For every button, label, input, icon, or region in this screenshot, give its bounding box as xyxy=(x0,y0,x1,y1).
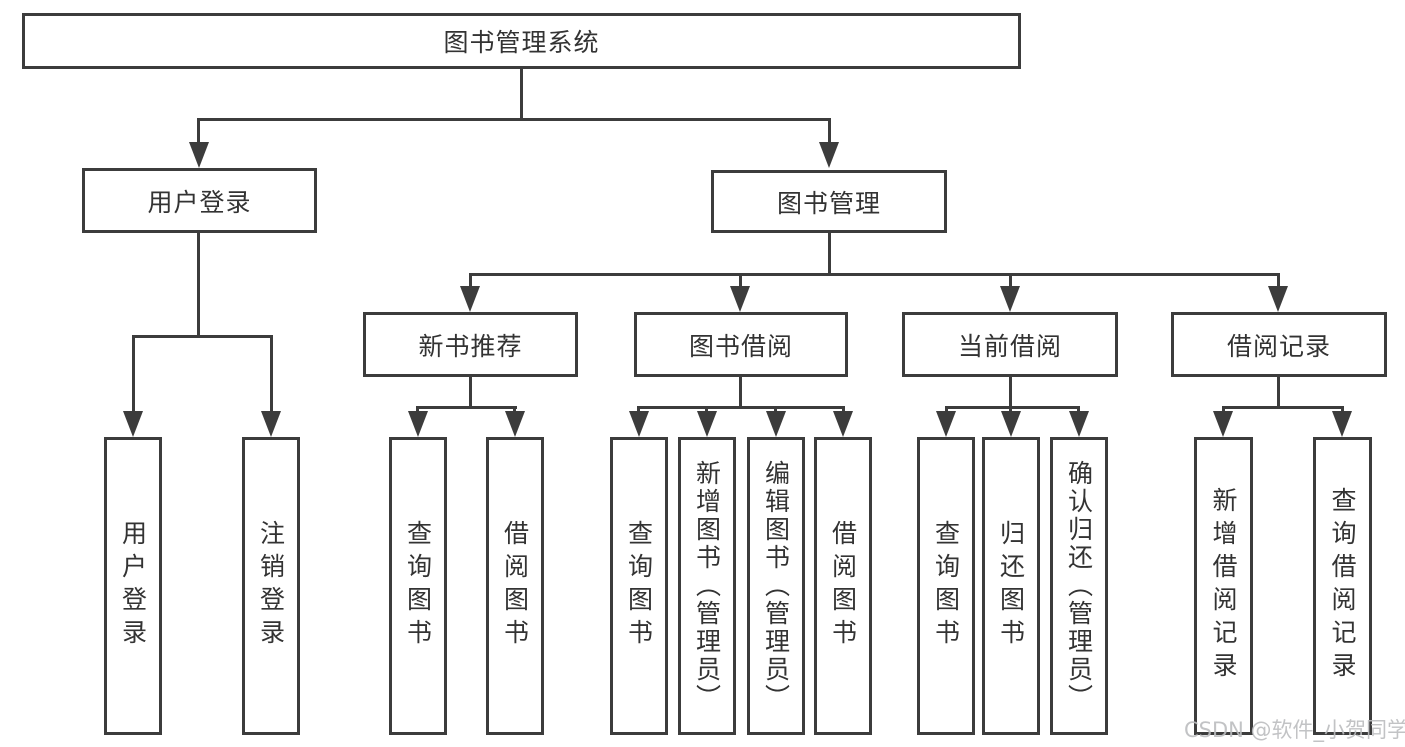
connector-line xyxy=(774,406,777,413)
connector-line xyxy=(705,406,708,413)
connector-line xyxy=(842,406,845,413)
connector-arrowhead xyxy=(408,411,428,437)
connector-line xyxy=(1222,406,1344,409)
connector-line xyxy=(1222,406,1225,413)
connector-line xyxy=(739,377,742,406)
connector-line xyxy=(197,118,200,143)
connector-arrowhead xyxy=(833,411,853,437)
connector-arrowhead xyxy=(766,411,786,437)
connector-line xyxy=(739,273,742,287)
connector-line xyxy=(1277,377,1280,406)
connector-line xyxy=(197,118,831,121)
connector-line xyxy=(1009,273,1012,287)
connector-line xyxy=(270,335,273,412)
connector-arrowhead xyxy=(819,142,839,168)
connector-line xyxy=(945,406,948,413)
connector-arrowhead xyxy=(629,411,649,437)
connector-line xyxy=(469,377,472,406)
connector-arrowhead xyxy=(123,411,143,437)
node-user-login: 用户登录 xyxy=(82,168,317,233)
connector-line xyxy=(132,335,273,338)
node-new-book-recommend: 新书推荐 xyxy=(363,312,578,377)
connector-line xyxy=(520,69,523,118)
node-library-management-system: 图书管理系统 xyxy=(22,13,1021,69)
node-confirm-return-admin: 确认归还（管理员） xyxy=(1050,437,1108,735)
connector-line xyxy=(1341,406,1344,413)
connector-line xyxy=(637,406,845,409)
connector-arrowhead xyxy=(697,411,717,437)
connector-arrowhead xyxy=(1213,411,1233,437)
connector-arrowhead xyxy=(460,286,480,312)
node-return-books: 归还图书 xyxy=(982,437,1040,735)
node-borrow-books-recommend: 借阅图书 xyxy=(486,437,544,735)
node-borrowing-records: 借阅记录 xyxy=(1171,312,1387,377)
connector-line xyxy=(1009,406,1012,413)
node-query-books-recommend: 查询图书 xyxy=(389,437,447,735)
connector-line xyxy=(1009,377,1012,406)
node-current-borrowing: 当前借阅 xyxy=(902,312,1118,377)
connector-line xyxy=(513,406,516,413)
connector-line xyxy=(197,233,200,335)
connector-line xyxy=(132,335,135,412)
node-add-book-admin: 新增图书（管理员） xyxy=(678,437,736,735)
csdn-watermark: CSDN @软件_小贺同学 xyxy=(1184,718,1405,742)
node-user-login-leaf: 用户登录 xyxy=(104,437,162,735)
connector-line xyxy=(416,406,419,413)
node-book-management: 图书管理 xyxy=(711,170,947,233)
connector-arrowhead xyxy=(505,411,525,437)
connector-arrowhead xyxy=(1001,411,1021,437)
connector-line xyxy=(637,406,640,413)
connector-line xyxy=(828,118,831,143)
connector-arrowhead xyxy=(1069,411,1089,437)
connector-line xyxy=(945,406,1080,409)
node-add-borrow-record: 新增借阅记录 xyxy=(1194,437,1253,735)
connector-line xyxy=(828,233,831,273)
connector-arrowhead xyxy=(189,142,209,168)
connector-arrowhead xyxy=(261,411,281,437)
connector-line xyxy=(1277,273,1280,287)
node-book-borrowing: 图书借阅 xyxy=(634,312,848,377)
node-borrow-books-leaf: 借阅图书 xyxy=(814,437,872,735)
connector-line xyxy=(469,273,1280,276)
connector-arrowhead xyxy=(730,286,750,312)
connector-arrowhead xyxy=(1332,411,1352,437)
node-query-books-borrowing: 查询图书 xyxy=(610,437,668,735)
node-logout: 注销登录 xyxy=(242,437,300,735)
connector-arrowhead xyxy=(1268,286,1288,312)
node-query-borrow-record: 查询借阅记录 xyxy=(1313,437,1372,735)
connector-line xyxy=(469,273,472,287)
node-query-books-current: 查询图书 xyxy=(917,437,975,735)
node-edit-book-admin: 编辑图书（管理员） xyxy=(747,437,805,735)
connector-arrowhead xyxy=(936,411,956,437)
connector-line xyxy=(1077,406,1080,413)
connector-line xyxy=(416,406,517,409)
connector-arrowhead xyxy=(1000,286,1020,312)
